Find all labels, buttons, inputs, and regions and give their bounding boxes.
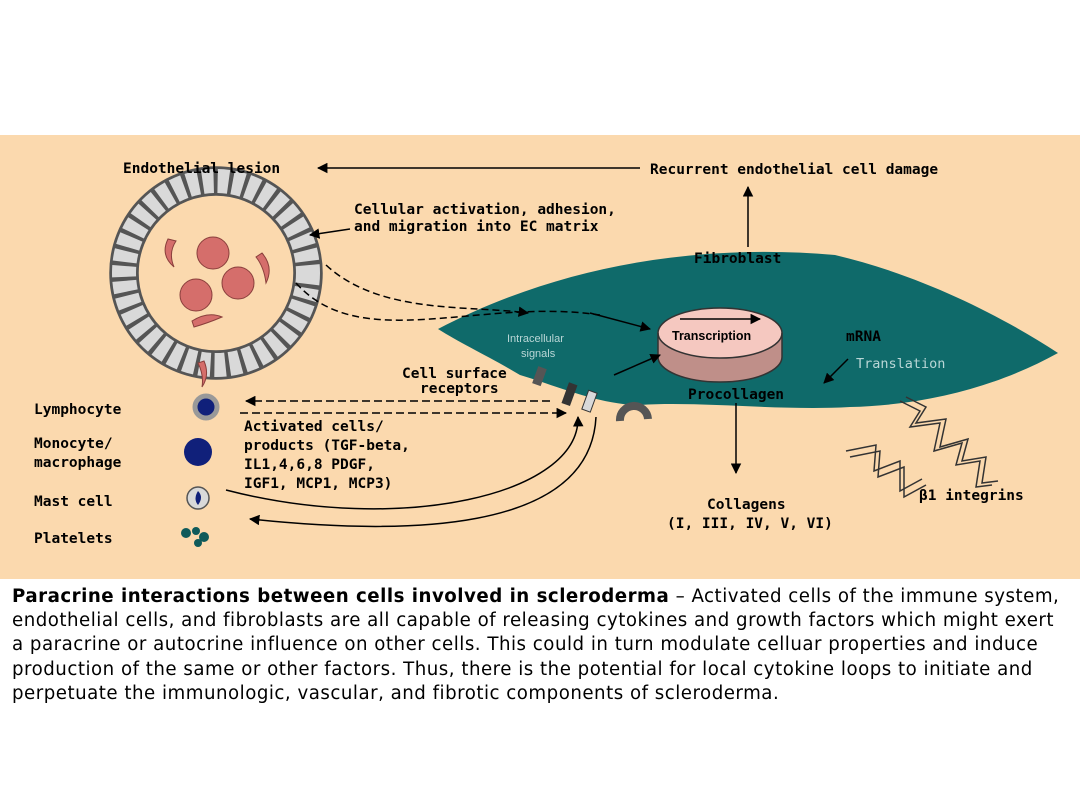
label-monocyte-2: macrophage [34,455,122,471]
label-activation-1: Cellular activation, adhesion, [354,202,616,218]
label-mast-cell: Mast cell [34,494,113,510]
label-activated-1: Activated cells/ [244,419,384,435]
label-lymphocyte: Lymphocyte [34,402,122,418]
receptor-shapes [532,366,652,422]
label-procollagen: Procollagen [688,387,784,403]
label-intracellular-2: signals [521,348,556,360]
label-transcription: Transcription [672,329,751,343]
monocyte-cell [184,438,212,466]
label-activated-3: IL1,4,6,8 PDGF, [244,457,375,473]
caption-title: Paracrine interactions between cells inv… [12,586,670,607]
arrows [225,162,849,528]
lymphocyte-cell [192,393,220,421]
label-collagens-1: Collagens [707,497,786,513]
label-cell-surface-2: receptors [420,381,499,397]
label-activation-2: and migration into EC matrix [354,219,599,235]
label-intracellular-1: Intracellular [507,333,564,345]
caption-body: – Activated cells of the immune system, … [12,586,1060,704]
label-cell-surface-1: Cell surface [402,366,507,382]
figure-caption: Paracrine interactions between cells inv… [12,585,1068,706]
label-endothelial-lesion: Endothelial lesion [123,161,280,177]
red-blood-cells [164,236,270,388]
label-recurrent-damage: Recurrent endothelial cell damage [650,162,938,178]
collagen-fibers [845,396,999,499]
label-fibroblast: Fibroblast [694,251,781,267]
label-collagens-2: (I, III, IV, V, VI) [667,516,833,532]
scleroderma-diagram: Endothelial lesion Recurrent endothelial… [34,161,1058,547]
label-mrna: mRNA [846,329,881,345]
label-monocyte-1: Monocyte/ [34,436,113,452]
immune-cells [181,393,220,547]
platelets-shape [181,527,209,547]
blood-vessel [109,166,323,380]
label-activated-2: products (TGF-beta, [244,438,410,454]
label-platelets: Platelets [34,531,113,547]
label-activated-4: IGF1, MCP1, MCP3) [244,476,392,492]
label-translation: Translation [856,356,945,372]
label-integrins: β1 integrins [919,488,1024,504]
